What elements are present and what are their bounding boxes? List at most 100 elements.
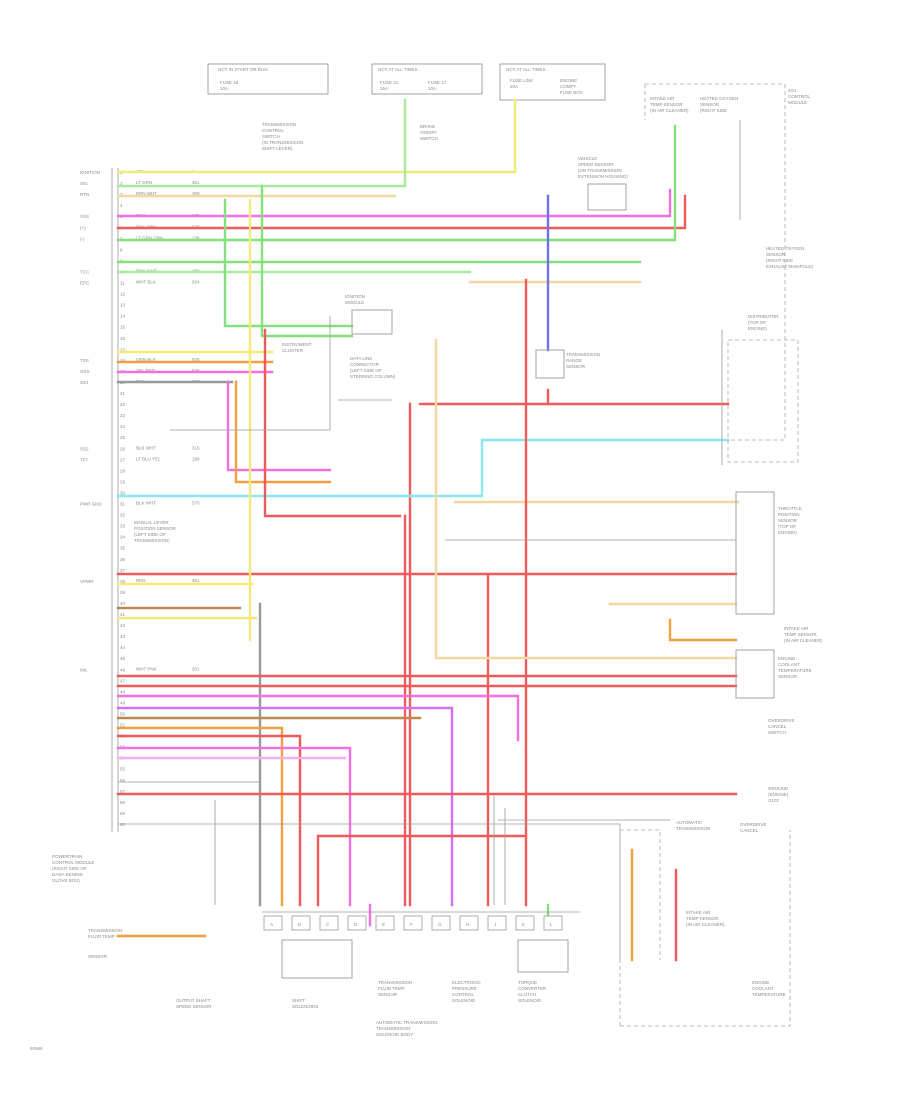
svg-text:POSITION: POSITION xyxy=(778,512,800,517)
svg-text:MANUAL LEVER: MANUAL LEVER xyxy=(134,520,169,525)
svg-text:(IN AIR CLEANER): (IN AIR CLEANER) xyxy=(686,922,725,927)
pcm-pin-number: 23 xyxy=(120,413,126,418)
svg-text:FUSE BOX: FUSE BOX xyxy=(560,90,583,95)
wire-color-label: YEL RED xyxy=(136,368,156,373)
pcm-pin-number: 47 xyxy=(120,678,126,683)
pcm-pin-number: 34 xyxy=(120,535,126,540)
circuit-number-label: 924 xyxy=(192,280,200,285)
svg-text:(IN AIR CLEANER): (IN AIR CLEANER) xyxy=(784,638,823,643)
svg-text:FLUID TEMP: FLUID TEMP xyxy=(88,934,115,939)
svg-text:TEMP SENSOR: TEMP SENSOR xyxy=(650,102,683,107)
svg-text:SENSOR: SENSOR xyxy=(566,364,586,369)
svg-text:INTAKE AIR: INTAKE AIR xyxy=(650,96,675,101)
engine-fuse-box-title: HOT AT ALL TIMES xyxy=(506,67,546,72)
wire-color-label: ORN BLK xyxy=(136,357,156,362)
svg-text:SOLENOID: SOLENOID xyxy=(518,998,542,1003)
svg-text:TRANSMISSION): TRANSMISSION) xyxy=(134,538,170,543)
pcm-pin-number: 56 xyxy=(120,778,126,783)
svg-text:RANGE: RANGE xyxy=(566,358,582,363)
engine-fuse-box: HOT AT ALL TIMES FUSE LINK 20A ENGINE CO… xyxy=(499,63,606,101)
pcm-pin-label: SIG xyxy=(80,181,88,186)
circuit-number-label: 238 xyxy=(192,235,200,240)
svg-text:4X4: 4X4 xyxy=(788,88,797,93)
wire-color-label: WHT BLK xyxy=(136,280,156,285)
pcm-pin-label: RTN xyxy=(80,192,89,197)
svg-text:CONTROL: CONTROL xyxy=(262,128,284,133)
svg-text:15A: 15A xyxy=(380,86,388,91)
svg-text:DASH BEHIND: DASH BEHIND xyxy=(52,872,84,877)
circuit-number-label: 315 xyxy=(192,445,200,450)
svg-text:TRANSMISSION: TRANSMISSION xyxy=(566,352,600,357)
circuit-number-label: 359 xyxy=(192,191,200,196)
pcm-pin-number: 18 xyxy=(120,358,126,363)
data-link-connector: DATA LINK CONNECTOR (LEFT SIDE OF STEERI… xyxy=(350,356,396,379)
svg-text:TRANSMISSION: TRANSMISSION xyxy=(376,1026,410,1031)
svg-text:CLUSTER: CLUSTER xyxy=(282,348,304,353)
svg-text:STEERING COLUMN): STEERING COLUMN) xyxy=(350,374,396,379)
svg-text:ENGINE): ENGINE) xyxy=(778,530,797,535)
pcm-pin-number: 42 xyxy=(120,623,126,628)
svg-text:TEMPERATURE: TEMPERATURE xyxy=(778,668,812,673)
pcm-pin-label: VSS xyxy=(80,214,89,219)
svg-text:FUSE 18: FUSE 18 xyxy=(220,80,239,85)
transmission-pin-letter: J xyxy=(494,922,496,927)
svg-text:SENSOR: SENSOR xyxy=(700,102,720,107)
pcm-pin-number: 17 xyxy=(120,347,126,352)
pcm-pin-number: 16 xyxy=(120,336,126,341)
ground-g102: GROUND (ENGINE) G102 xyxy=(768,786,789,803)
svg-text:SENSOR: SENSOR xyxy=(778,674,798,679)
overdrive-cancel-switch: OVERDRIVE CANCEL SWITCH xyxy=(768,718,795,735)
svg-text:ENGINE: ENGINE xyxy=(778,656,795,661)
transmission-pin xyxy=(263,915,283,931)
pcm-pin-number: 46 xyxy=(120,667,126,672)
distributor-box: DISTRIBUTOR (TOP OF ENGINE) xyxy=(727,314,799,463)
svg-text:ELECTRONIC: ELECTRONIC xyxy=(452,980,482,985)
svg-text:VEHICLE: VEHICLE xyxy=(578,156,597,161)
transmission-pin xyxy=(347,915,367,931)
transmission-pin-letter: D xyxy=(354,922,358,927)
pcm-connector-column: 1234567891011121314151617181920212223242… xyxy=(111,168,126,832)
pcm-pin-label: PWR GND xyxy=(80,502,102,507)
pcm-pin-label: (+) xyxy=(80,225,86,230)
svg-text:SOLENOID BODY: SOLENOID BODY xyxy=(376,1032,413,1037)
svg-text:(TOP OF: (TOP OF xyxy=(778,524,796,529)
pcm-pin-number: 31 xyxy=(120,502,126,507)
pcm-pin-number: 30 xyxy=(120,490,126,495)
pcm-pin-number: 58 xyxy=(120,800,126,805)
circuit-number-label: 925 xyxy=(192,368,200,373)
pcm-pin-number: 32 xyxy=(120,513,126,518)
transmission-pin xyxy=(403,915,423,931)
transmission-pin xyxy=(375,915,395,931)
svg-text:COOLANT: COOLANT xyxy=(752,986,774,991)
transmission-pin xyxy=(543,915,563,931)
svg-text:DISTRIBUTOR: DISTRIBUTOR xyxy=(748,314,779,319)
svg-text:SWITCH: SWITCH xyxy=(420,136,438,141)
transmission-pin-letter: F xyxy=(410,922,413,927)
svg-text:SHIFT LEVER): SHIFT LEVER) xyxy=(262,146,293,151)
intake-air-temp: INTAKE AIR TEMP SENSOR (IN AIR CLEANER) xyxy=(784,626,823,643)
pcm-pin-label: (-) xyxy=(80,236,85,241)
circuit-number-label: 679 xyxy=(192,224,200,229)
svg-text:FUSE 21: FUSE 21 xyxy=(380,80,399,85)
pcm-pin-number: 48 xyxy=(120,689,126,694)
svg-text:GLOVE BOX): GLOVE BOX) xyxy=(52,878,80,883)
pcm-pin-number: 50 xyxy=(120,711,126,716)
transmission-pin-letter: A xyxy=(270,922,273,927)
svg-text:G102: G102 xyxy=(768,798,780,803)
svg-text:SENSOR: SENSOR xyxy=(778,518,798,523)
pcm-pin-number: 29 xyxy=(120,479,126,484)
svg-text:(RIGHT SIDE OF: (RIGHT SIDE OF xyxy=(52,866,87,871)
transmission-range-sensor: TRANSMISSION RANGE SENSOR xyxy=(535,349,600,379)
transmission-pin-letter: K xyxy=(522,922,525,927)
svg-text:ENGINE: ENGINE xyxy=(752,980,769,985)
pcm-pin-number: 21 xyxy=(120,391,126,396)
svg-text:(ON TRANSMISSION: (ON TRANSMISSION xyxy=(578,168,622,173)
pcm-pin-number: 2 xyxy=(120,181,123,186)
pcm-pin-label: EPC xyxy=(80,281,90,286)
svg-text:MODULE: MODULE xyxy=(788,100,807,105)
svg-text:POSITION SENSOR: POSITION SENSOR xyxy=(134,526,177,531)
throttle-position-box: THROTTLE POSITION SENSOR (TOP OF ENGINE) xyxy=(735,491,802,615)
svg-text:SOLENOIDS: SOLENOIDS xyxy=(292,1004,318,1009)
svg-text:(LEFT SIDE OF: (LEFT SIDE OF xyxy=(134,532,166,537)
